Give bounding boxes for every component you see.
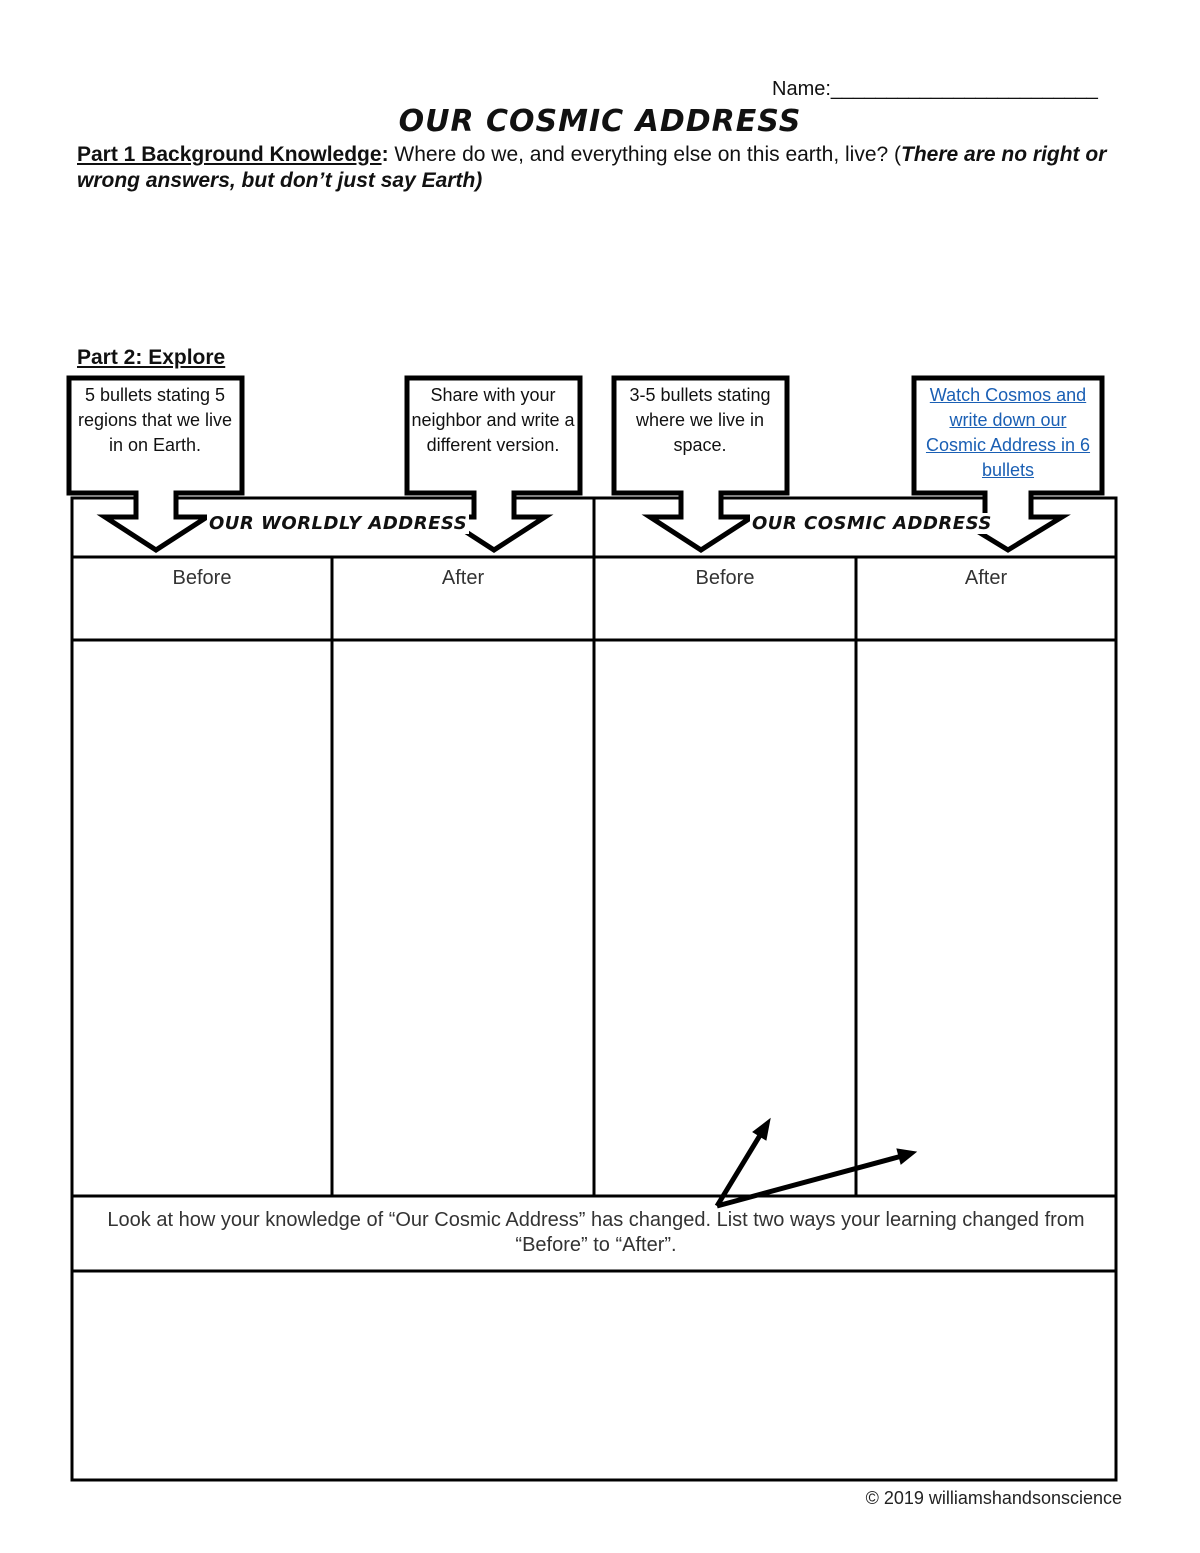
callout-text-2: Share with your neighbor and write a dif… <box>411 385 575 455</box>
callout-arrow-2 <box>404 375 583 553</box>
worldly-before-answer-area[interactable] <box>75 643 330 1194</box>
callout-arrow-3 <box>611 375 790 553</box>
part2-label: Part 2: Explore <box>77 346 226 369</box>
worldly-after-label: After <box>441 567 485 589</box>
reflection-prompt: Look at how your knowledge of “Our Cosmi… <box>107 1209 1085 1256</box>
pointer-arrow-line-2 <box>716 1153 903 1209</box>
cosmic-before-answer-area[interactable] <box>597 643 854 1194</box>
callout-arrows <box>66 375 1105 553</box>
cosmic-before-label: Before <box>695 567 755 589</box>
pointer-arrow-line-1 <box>714 1130 765 1208</box>
part1-prompt: Part 1 Background Knowledge: Where do we… <box>77 142 1117 194</box>
callout-arrow-4 <box>911 375 1105 553</box>
reflection-answer-area[interactable] <box>75 1274 1114 1478</box>
worldly-before-label: Before <box>172 567 232 589</box>
part1-note: There are no right or wrong answers, but… <box>77 143 1107 192</box>
part1-label: Part 1 Background Knowledge <box>77 143 382 166</box>
cosmic-after-label: After <box>964 567 1008 589</box>
part1-colon: : <box>381 143 389 166</box>
part1-question: Where do we, and everything else on this… <box>388 143 902 166</box>
worldly-after-answer-area[interactable] <box>335 643 592 1194</box>
worldly-address-header: OUR WORLDLY ADDRESS <box>207 513 470 534</box>
pointer-arrowhead-1 <box>752 1117 771 1141</box>
callout-arrow-1 <box>66 375 245 553</box>
callout-text-3: 3-5 bullets stating where we live in spa… <box>629 385 771 455</box>
cosmos-video-link[interactable]: Watch Cosmos and write down our Cosmic A… <box>925 385 1091 480</box>
page-title: OUR COSMIC ADDRESS <box>398 104 802 139</box>
cosmic-after-answer-area[interactable] <box>859 643 1114 1194</box>
pointer-arrowhead-2 <box>896 1148 918 1165</box>
pointer-arrows <box>714 1117 918 1209</box>
callout-text-1: 5 bullets stating 5 regions that we live… <box>77 385 233 455</box>
copyright-footer: © 2019 williamshandsonscience <box>865 1488 1122 1508</box>
cosmic-address-header: OUR COSMIC ADDRESS <box>750 513 994 534</box>
name-field[interactable]: Name:________________________ <box>772 78 1098 100</box>
table-grid <box>70 496 1118 1482</box>
